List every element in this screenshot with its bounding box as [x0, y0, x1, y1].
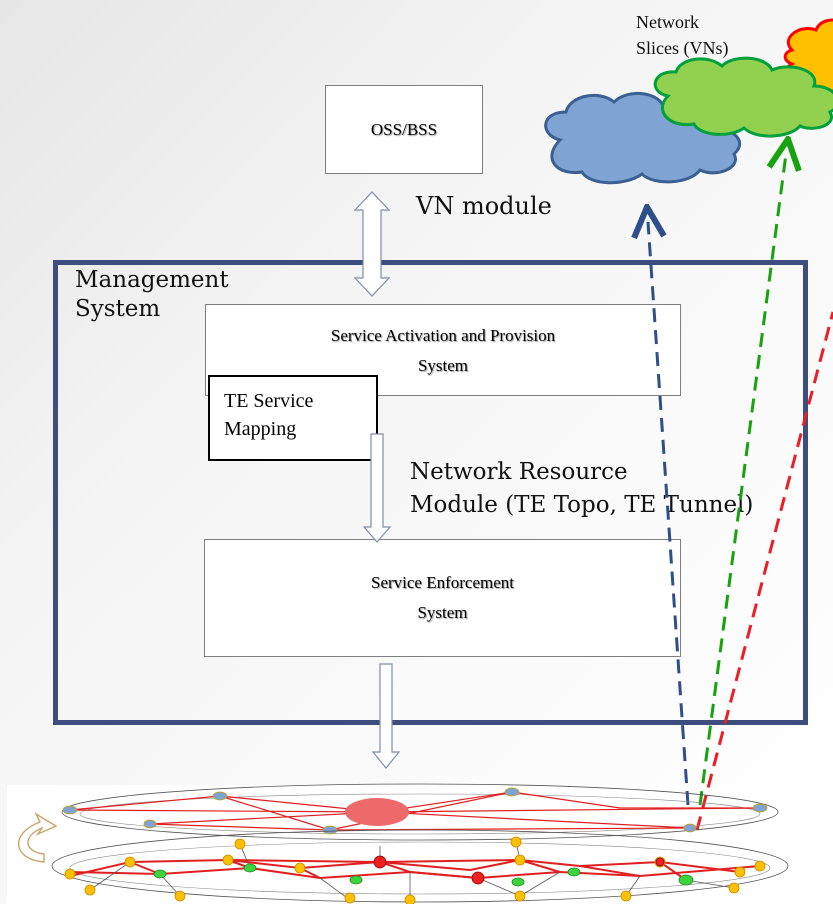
oss-bss-label: OSS/BSS — [370, 119, 438, 139]
service-enforcement-label: Service Enforcement System — [370, 573, 514, 622]
network-resource-module-label: Network Resource Module (TE Topo, TE Tun… — [410, 459, 754, 518]
ses-down-arrow — [371, 663, 401, 769]
management-system-label: Management System — [75, 267, 229, 322]
nrm-down-arrow — [362, 433, 392, 543]
service-enforcement-box: Service Enforcement System — [204, 539, 681, 657]
slice-green-cloud — [653, 56, 833, 138]
layer-mapping-arrow — [18, 812, 58, 863]
management-system-frame — [53, 260, 808, 725]
service-activation-label: Service Activation and Provision System — [330, 326, 556, 375]
oss-bss-box: OSS/BSS — [325, 85, 483, 174]
blue-dashed-link — [648, 222, 690, 806]
green-dashed-link — [698, 154, 786, 806]
te-service-mapping-box: TE Service Mapping — [208, 375, 378, 461]
network-slices-label: Network Slices (VNs) — [636, 12, 729, 58]
vn-module-double-arrow — [353, 191, 391, 297]
central-node — [345, 798, 409, 826]
service-activation-box: Service Activation and Provision System — [205, 304, 681, 396]
vn-module-label: VN module — [416, 192, 552, 220]
physical-network-layer — [51, 829, 789, 904]
red-dashed-link — [695, 311, 833, 831]
virtual-network-layer — [61, 783, 779, 841]
